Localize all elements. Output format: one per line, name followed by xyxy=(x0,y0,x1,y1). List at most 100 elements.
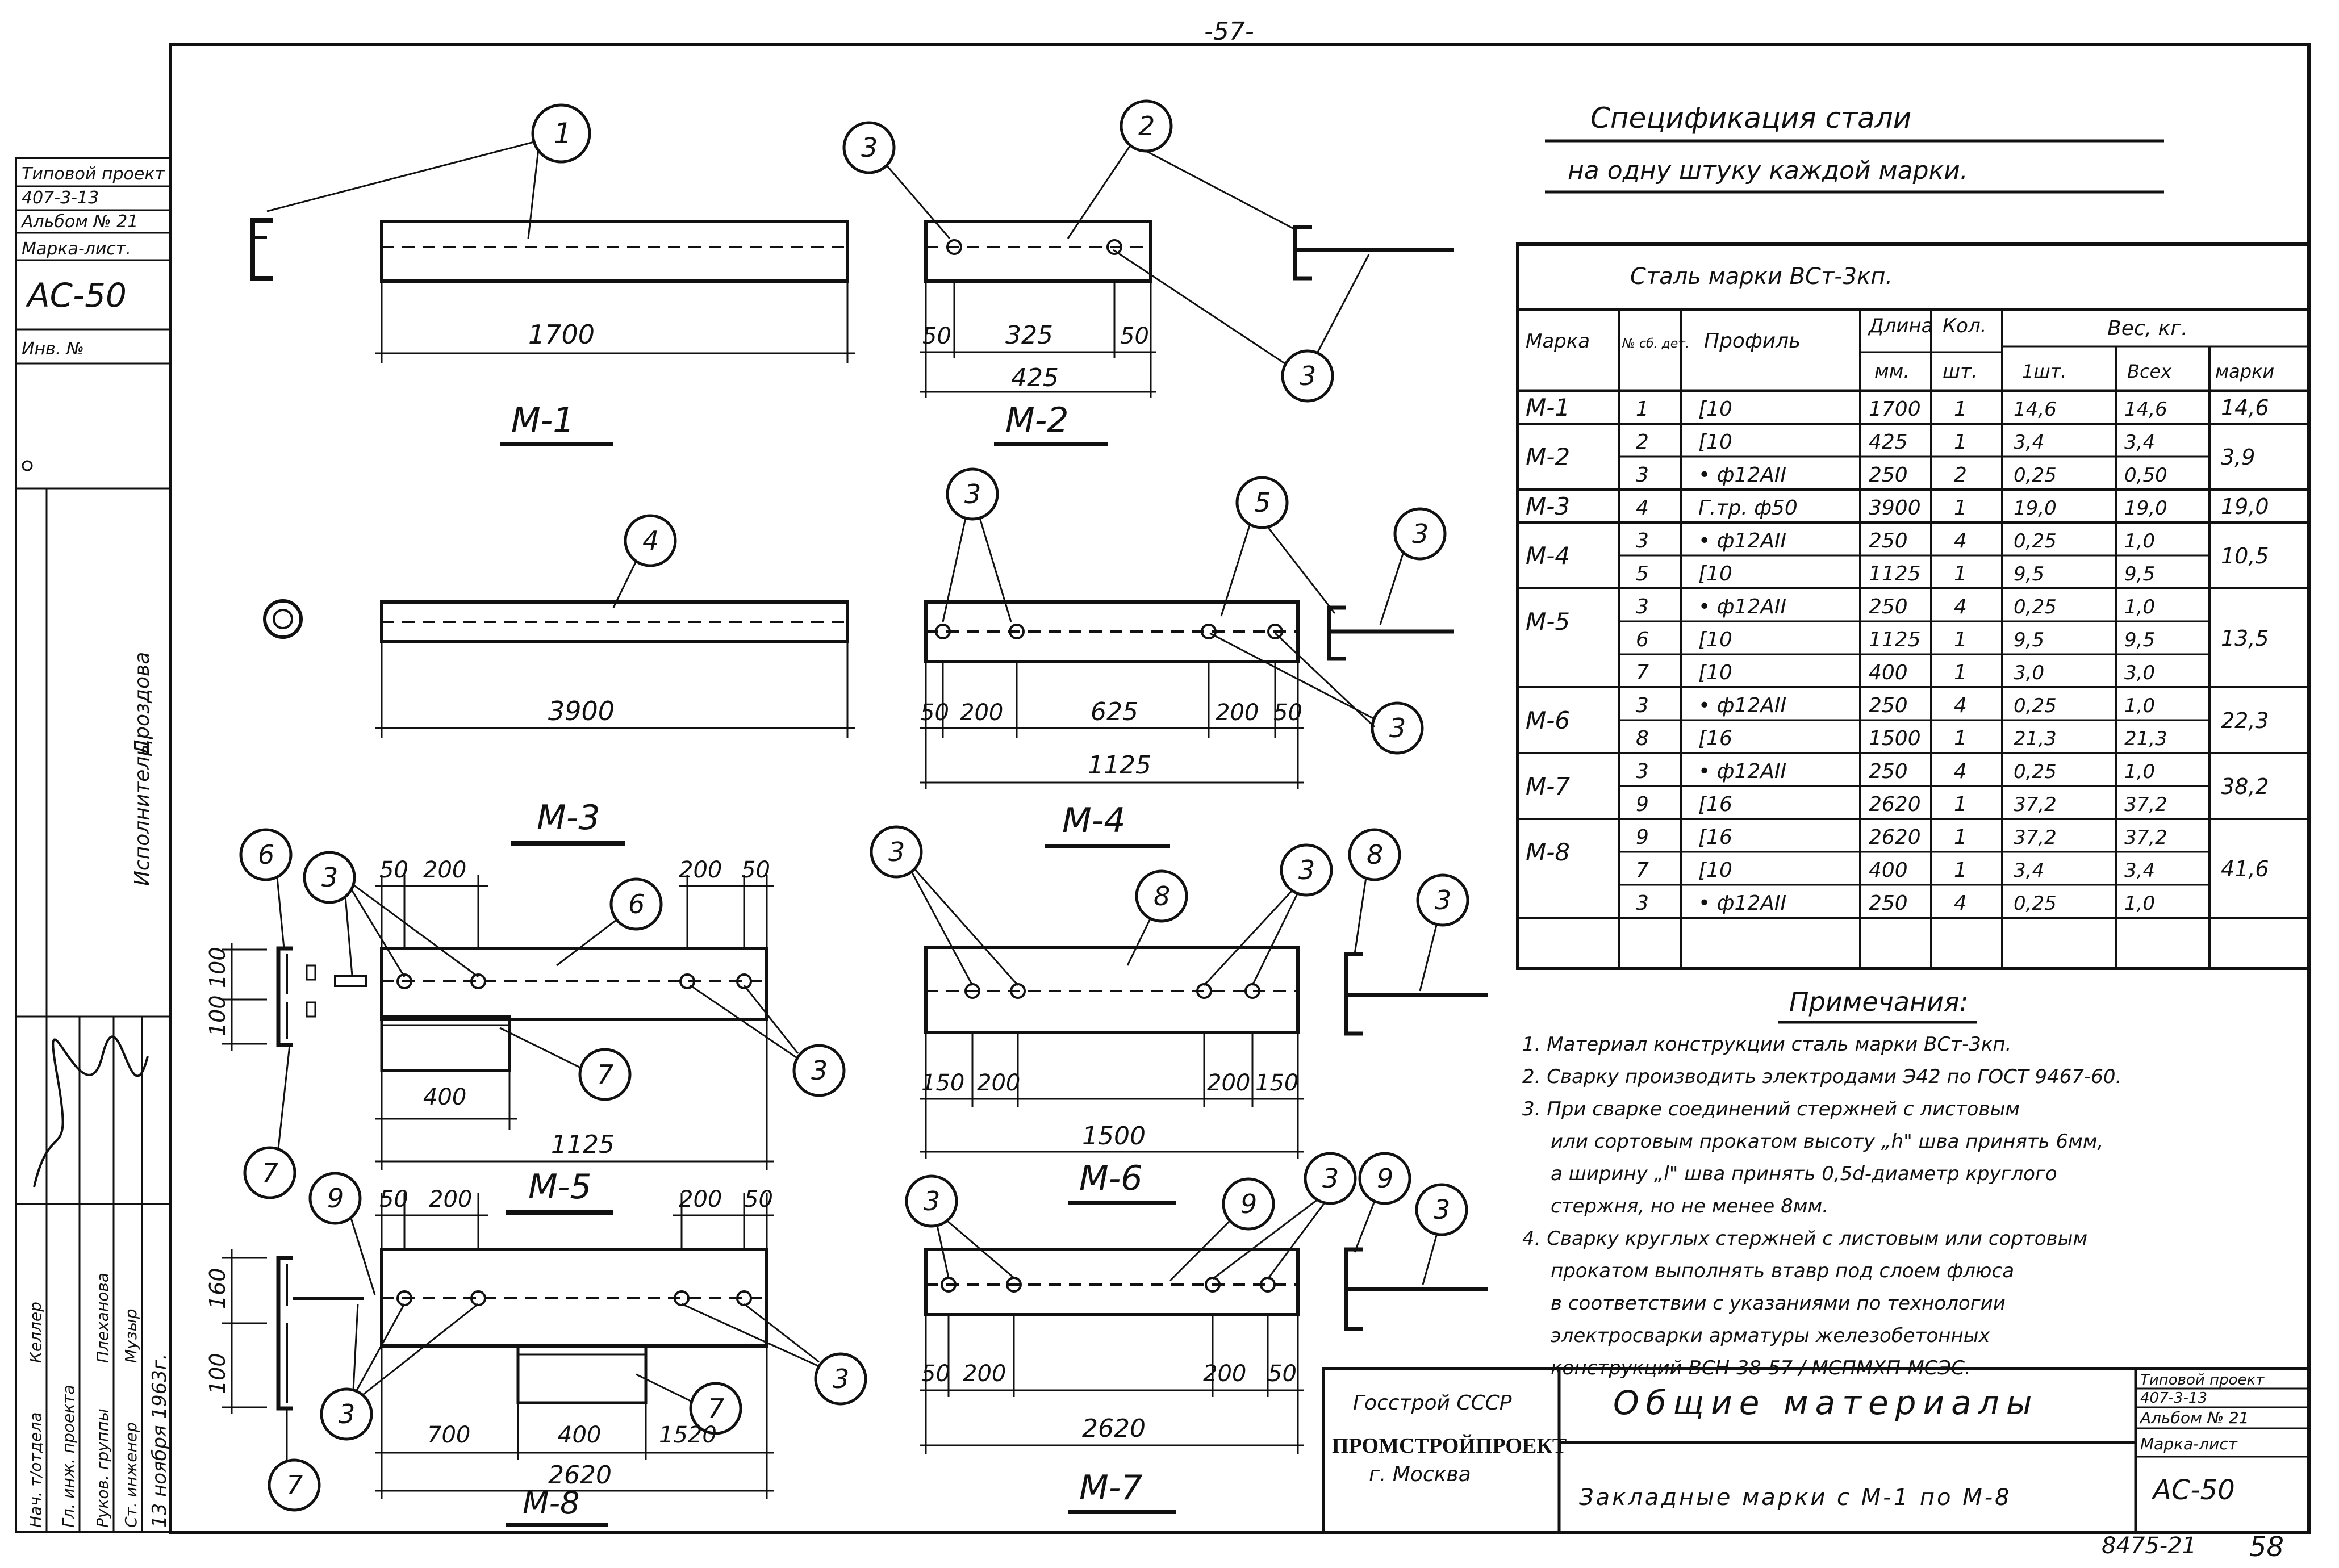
m6-callout-3b: 3 xyxy=(1298,855,1315,885)
spec-cell-w1: 37,2 xyxy=(2014,793,2057,816)
drawing-m6: 150 200 200 150 1500 3 8 3 8 3 М-6 xyxy=(870,825,1488,1205)
spec-heading: Спецификация стали на одну штуку каждой … xyxy=(1545,102,2164,194)
m6-callout-8a: 8 xyxy=(1154,881,1170,911)
m8-side-dim-1: 160 xyxy=(205,1268,230,1309)
spec-h-detail: № сб. дет. xyxy=(1622,337,1689,351)
spec-cell-w1: 0,25 xyxy=(2014,596,2057,618)
m5-callout-6b: 6 xyxy=(628,889,645,919)
spec-cell-mark: М-4 xyxy=(1526,542,1570,570)
m5-callout-6a: 6 xyxy=(258,839,274,870)
m8-callout-3b: 3 xyxy=(833,1364,849,1394)
spec-cell-qty: 1 xyxy=(1954,430,1967,454)
drawing-m1: 1700 1 М-1 xyxy=(250,103,855,446)
stamp-inv: Инв. № xyxy=(22,339,84,359)
spec-cell-len: 3900 xyxy=(1869,496,1921,520)
drawing-m5: 100 100 50 200 200 50 400 1125 6 3 xyxy=(205,828,846,1215)
m5-total: 1125 xyxy=(551,1130,615,1159)
m4-callout-3c: 3 xyxy=(1389,713,1406,743)
spec-cell-wall: 14,6 xyxy=(2124,398,2167,421)
spec-h-qty-unit: шт. xyxy=(1943,360,1978,383)
stamp-executor-name: Дроздова xyxy=(131,652,154,756)
spec-cell-wmark: 3,9 xyxy=(2221,445,2255,470)
spec-cell-qty: 1 xyxy=(1954,859,1967,882)
note-line: прокатом выполнять втавр под слоем флюса xyxy=(1551,1260,2014,1282)
spec-table: Сталь марки ВСт-3кп. Марка № сб. дет. Пр… xyxy=(1516,242,2311,970)
spec-cell-w1: 37,2 xyxy=(2014,826,2057,849)
spec-cell-qty: 2 xyxy=(1954,463,1967,487)
spec-cell-profile: • ф12АII xyxy=(1698,892,1786,915)
spec-cell-len: 1125 xyxy=(1869,562,1921,586)
spec-cell-profile: [16 xyxy=(1698,793,1732,816)
m8-top-dim-4: 50 xyxy=(744,1186,773,1212)
spec-cell-qty: 1 xyxy=(1954,398,1967,421)
m2-dim-1: 50 xyxy=(922,323,951,349)
page-code-bottom: 8475-21 xyxy=(2102,1533,2196,1559)
spec-cell-mark: М-1 xyxy=(1526,394,1570,421)
stamp-project: Типовой проект xyxy=(22,164,165,184)
spec-cell-w1: 9,5 xyxy=(2014,563,2044,586)
spec-cell-profile: [16 xyxy=(1698,727,1732,750)
drawing-m8: 160 100 50 200 200 50 700 400 1520 2620 … xyxy=(205,1172,867,1527)
m7-callout-3b: 3 xyxy=(1322,1163,1339,1194)
spec-cell-det: 7 xyxy=(1636,859,1649,882)
spec-cell-wmark: 22,3 xyxy=(2221,708,2269,733)
spec-cell-qty: 1 xyxy=(1954,496,1967,520)
spec-cell-wmark: 41,6 xyxy=(2221,856,2269,881)
tb-r-mark: Марка-лист xyxy=(2140,1435,2238,1453)
stamp-role-3: Руков. группы xyxy=(93,1408,112,1528)
m8-top-dim-3: 200 xyxy=(679,1186,722,1212)
m6-dim-1: 150 xyxy=(921,1070,964,1096)
spec-cell-qty: 4 xyxy=(1954,694,1967,717)
tb-r-num: 407-3-13 xyxy=(2140,1390,2207,1407)
spec-cell-profile: [10 xyxy=(1698,628,1732,651)
m5-label: М-5 xyxy=(528,1167,592,1207)
spec-cell-det: 4 xyxy=(1636,496,1649,520)
m4-callout-5: 5 xyxy=(1254,487,1271,518)
m3-dim: 3900 xyxy=(548,696,615,726)
spec-cell-profile: • ф12АII xyxy=(1698,694,1786,717)
spec-cell-profile: • ф12АII xyxy=(1698,463,1786,487)
spec-cell-qty: 4 xyxy=(1954,892,1967,915)
spec-cell-qty: 4 xyxy=(1954,760,1967,783)
note-line: а ширину „l" шва принять 0,5d-диаметр кр… xyxy=(1551,1163,2057,1185)
spec-h-length: Длина xyxy=(1868,315,1933,337)
spec-cell-wall: 1,0 xyxy=(2124,892,2155,915)
spec-cell-wall: 1,0 xyxy=(2124,760,2155,783)
spec-cell-mark: М-7 xyxy=(1526,772,1570,800)
stamp-date: 13 ноября 1963г. xyxy=(148,1353,171,1528)
notes-lines: 1. Материал конструкции сталь марки ВСт-… xyxy=(1522,1033,2121,1379)
m7-callout-3c: 3 xyxy=(1434,1194,1450,1225)
m7-total: 2620 xyxy=(1082,1414,1146,1443)
spec-cell-profile: [10 xyxy=(1698,859,1732,882)
m8-side-dim-2: 100 xyxy=(205,1353,230,1394)
drawing-m2: 50 325 50 425 3 2 3 М-2 xyxy=(842,99,1454,446)
spec-cell-profile: [10 xyxy=(1698,661,1732,684)
note-line: электросварки арматуры железобетонных xyxy=(1551,1324,1991,1347)
notes-title: Примечания: xyxy=(1789,986,1968,1017)
m6-callout-3c: 3 xyxy=(1435,885,1451,915)
note-line: 4. Сварку круглых стержней с листовым ил… xyxy=(1522,1227,2087,1250)
m5-callout-3b: 3 xyxy=(811,1055,828,1086)
spec-h-profile: Профиль xyxy=(1704,329,1801,353)
spec-h-mark: Марка xyxy=(1526,330,1590,353)
m8-top-dim-1: 50 xyxy=(379,1186,408,1212)
spec-cell-det: 3 xyxy=(1636,760,1649,783)
spec-cell-w1: 3,4 xyxy=(2014,431,2044,454)
spec-cell-qty: 4 xyxy=(1954,529,1967,553)
spec-cell-det: 5 xyxy=(1636,562,1649,586)
spec-cell-len: 400 xyxy=(1869,859,1908,882)
spec-cell-wall: 3,0 xyxy=(2124,662,2155,684)
page-number-top: -57- xyxy=(1204,17,1254,46)
spec-cell-wall: 1,0 xyxy=(2124,530,2155,553)
spec-cell-profile: • ф12АII xyxy=(1698,529,1786,553)
m1-label: М-1 xyxy=(511,400,575,440)
spec-cell-qty: 1 xyxy=(1954,661,1967,684)
m7-label: М-7 xyxy=(1079,1468,1143,1508)
note-line: 3. При сварке соединений стержней с лист… xyxy=(1522,1098,2020,1120)
spec-cell-w1: 21,3 xyxy=(2014,727,2057,750)
spec-cell-len: 250 xyxy=(1869,892,1908,915)
m2-callout-3a: 3 xyxy=(861,132,878,163)
m2-callout-3b: 3 xyxy=(1300,361,1316,391)
tb-org2: ПРОМСТРОЙПРОЕКТ xyxy=(1332,1434,1567,1458)
